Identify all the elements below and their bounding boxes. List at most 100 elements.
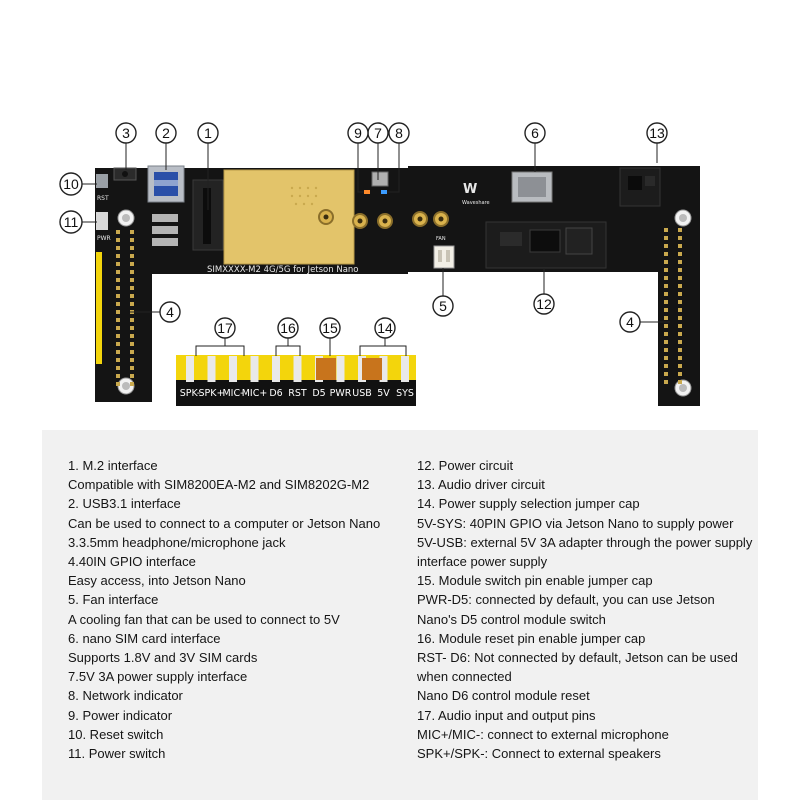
callout-2: 2	[155, 122, 177, 144]
gpio-pin	[664, 348, 668, 352]
leader-lines	[82, 143, 670, 356]
gpio-pin	[130, 238, 134, 242]
legend-line: 5. Fan interface	[68, 592, 159, 608]
gpio-pin	[664, 340, 668, 344]
gpio-pin	[130, 366, 134, 370]
legend-line: RST- D6: Not connected by default, Jetso…	[417, 650, 738, 685]
svg-text:15: 15	[322, 320, 338, 336]
legend-line: 11. Power switch	[68, 746, 166, 762]
gpio-pin	[116, 374, 120, 378]
legend-line: Compatible with SIM8200EA-M2 and SIM8202…	[68, 477, 370, 493]
gpio-pin	[678, 364, 682, 368]
gpio-pin	[130, 374, 134, 378]
left-board: SIMXXXX-M2 4G/5G for Jetson Nano RST PWR	[95, 165, 408, 402]
gpio-pin	[664, 364, 668, 368]
gpio-pin	[664, 332, 668, 336]
legend-line: 5V-SYS: 40PIN GPIO via Jetson Nano to su…	[417, 515, 734, 531]
callout-4-right: 4	[619, 311, 641, 333]
svg-text:2: 2	[162, 125, 170, 141]
callout-13: 13	[646, 122, 668, 144]
reset-switch	[96, 174, 108, 188]
pin-label: PWR	[330, 388, 352, 399]
legend-left-column: 1. M.2 interface Compatible with SIM8200…	[68, 456, 398, 763]
gpio-pin	[678, 284, 682, 288]
callout-7: 7	[367, 122, 389, 144]
gpio-pin	[664, 284, 668, 288]
svg-text:6: 6	[531, 125, 539, 141]
pin-label: 5V	[377, 388, 390, 399]
header-pin	[293, 356, 302, 382]
gpio-pin	[116, 262, 120, 266]
legend-line: 2. USB3.1 interface	[68, 496, 181, 512]
gpio-pin	[678, 244, 682, 248]
gpio-pin	[130, 350, 134, 354]
gpio-pin	[116, 286, 120, 290]
jumper-cap-pwr	[316, 358, 336, 380]
gpio-pin	[116, 278, 120, 282]
module-dots	[290, 186, 318, 206]
callout-17: 17	[214, 317, 236, 339]
svg-text:12: 12	[536, 296, 552, 312]
gpio-pin	[664, 308, 668, 312]
gpio-pin	[116, 294, 120, 298]
gpio-pin	[678, 316, 682, 320]
gpio-pin	[130, 318, 134, 322]
reset-label: RST	[97, 195, 109, 202]
gpio-pin	[678, 380, 682, 384]
legend-line: 17. Audio input and output pins	[417, 707, 596, 723]
legend-line: 12. Power circuit	[417, 458, 514, 473]
legend-line: 6. nano SIM card interface	[68, 630, 221, 646]
gpio-pin	[678, 332, 682, 336]
gpio-strip	[96, 252, 102, 364]
gpio-pin	[678, 300, 682, 304]
pin-label: RST	[288, 388, 307, 399]
legend-line: 3.3.5mm headphone/microphone jack	[68, 534, 286, 550]
gpio-pin	[678, 292, 682, 296]
gpio-pin	[678, 340, 682, 344]
legend-line: 7.5V 3A power supply interface	[68, 669, 248, 685]
svg-text:4: 4	[626, 314, 634, 330]
legend-line: Nano D6 control module reset	[417, 688, 590, 704]
legend-line: 14. Power supply selection jumper cap	[417, 496, 640, 512]
legend-line: 16. Module reset pin enable jumper cap	[417, 630, 646, 646]
gpio-pin	[116, 238, 120, 242]
legend-right-column: 12. Power circuit 13. Audio driver circu…	[417, 456, 757, 763]
legend-panel: 1. M.2 interface Compatible with SIM8200…	[42, 430, 758, 800]
gpio-pin	[664, 380, 668, 384]
gpio-header-right	[664, 228, 682, 384]
svg-text:10: 10	[63, 176, 79, 192]
callout-8: 8	[388, 122, 410, 144]
pin-label: MIC+	[242, 388, 268, 399]
legend-line: Supports 1.8V and 3V SIM cards	[68, 650, 258, 666]
m2-silkscreen: SIMXXXX-M2 4G/5G for Jetson Nano	[207, 265, 359, 275]
power-label: PWR	[97, 235, 111, 242]
header-pin	[336, 356, 345, 382]
legend-line: 15. Module switch pin enable jumper cap	[417, 573, 653, 589]
jumper-cap-5v	[362, 358, 382, 380]
gpio-pin	[116, 246, 120, 250]
brand-text: Waveshare	[462, 200, 490, 206]
gpio-pin	[116, 358, 120, 362]
header-pin	[379, 356, 388, 382]
power-led	[364, 190, 370, 194]
gpio-pin	[116, 326, 120, 330]
legend-line: 9. Power indicator	[68, 707, 173, 723]
callout-12: 12	[533, 293, 555, 315]
gpio-pin	[678, 252, 682, 256]
legend-line: 10. Reset switch	[68, 726, 164, 742]
svg-text:1: 1	[204, 125, 212, 141]
right-pcb	[408, 166, 700, 406]
gpio-pin	[664, 276, 668, 280]
gpio-pin	[678, 308, 682, 312]
gpio-pin	[116, 302, 120, 306]
gpio-pin	[678, 236, 682, 240]
gpio-pin	[664, 244, 668, 248]
callout-1: 1	[197, 122, 219, 144]
gpio-pin	[664, 316, 668, 320]
board-figure: SIMXXXX-M2 4G/5G for Jetson Nano RST PWR	[59, 122, 700, 406]
svg-text:3: 3	[122, 125, 130, 141]
gpio-pin	[664, 372, 668, 376]
legend-line: 8. Network indicator	[68, 688, 183, 704]
gpio-pin	[116, 310, 120, 314]
callout-6: 6	[524, 122, 546, 144]
